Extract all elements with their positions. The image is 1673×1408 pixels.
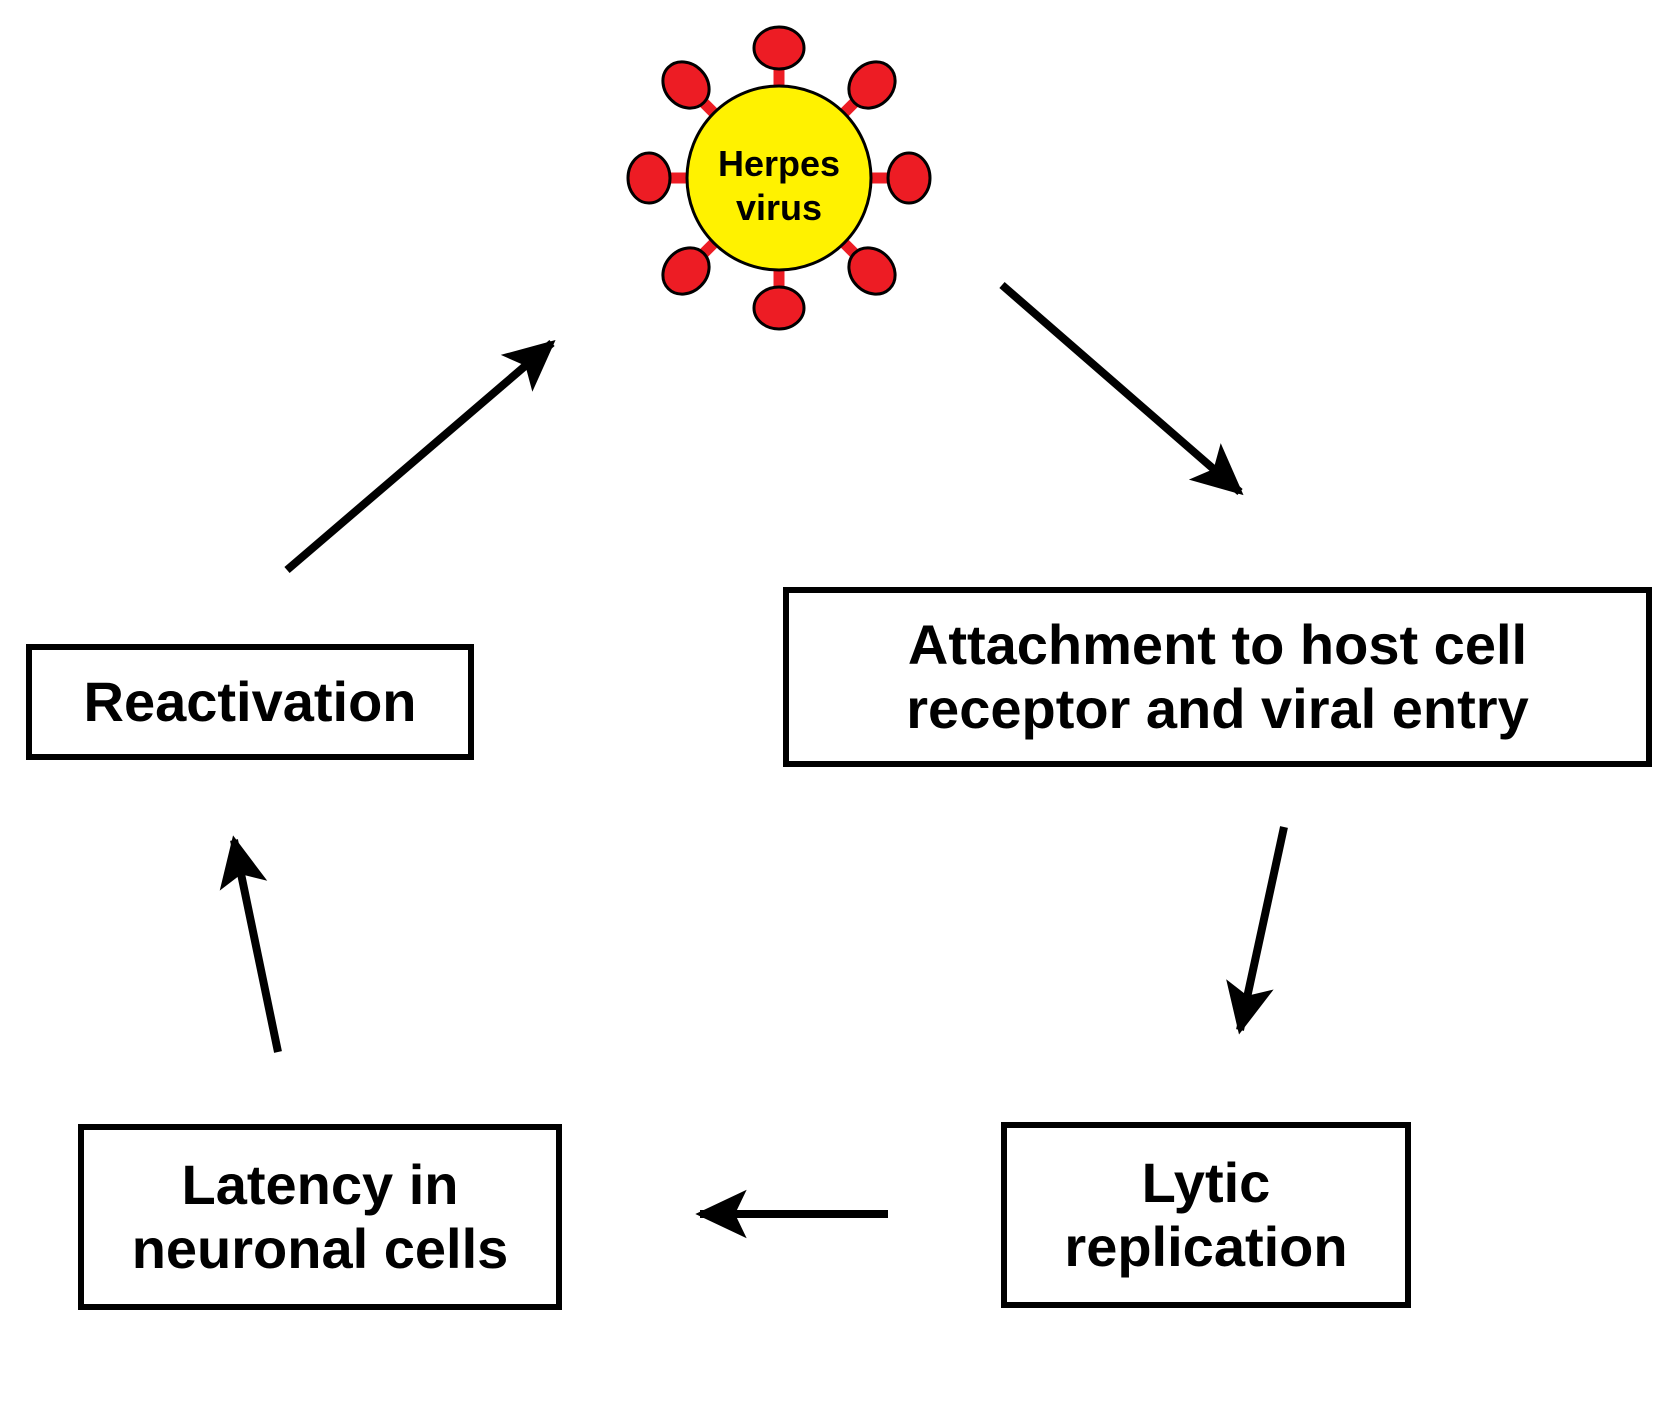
node-reactivation[interactable]: Reactivation	[26, 644, 474, 760]
node-latency-line-1: Latency in	[181, 1153, 459, 1217]
virus-spike-knobs	[626, 25, 932, 331]
node-attachment-line-2: receptor and viral entry	[906, 677, 1529, 740]
node-reactivation-label: Reactivation	[83, 670, 417, 734]
herpes-virus-node: Herpes virus	[619, 18, 939, 338]
arrow-latency-to-reactivation	[219, 835, 282, 1053]
node-lytic-line-2: replication	[1064, 1215, 1348, 1278]
node-latency-line-2: neuronal cells	[131, 1217, 509, 1280]
virus-label-line-2: virus	[736, 187, 822, 228]
node-lytic-line-1: Lytic	[1141, 1151, 1271, 1215]
node-attachment-line-1: Attachment to host cell	[907, 613, 1528, 677]
arrow-virus-to-attachment	[999, 281, 1244, 496]
arrow-reactivation-to-virus	[284, 339, 556, 574]
arrow-attachment-to-lytic	[1226, 826, 1288, 1035]
virus-capsid	[685, 84, 873, 272]
virus-graphic: Herpes virus	[626, 25, 932, 331]
virus-label-line-1: Herpes	[718, 143, 840, 184]
